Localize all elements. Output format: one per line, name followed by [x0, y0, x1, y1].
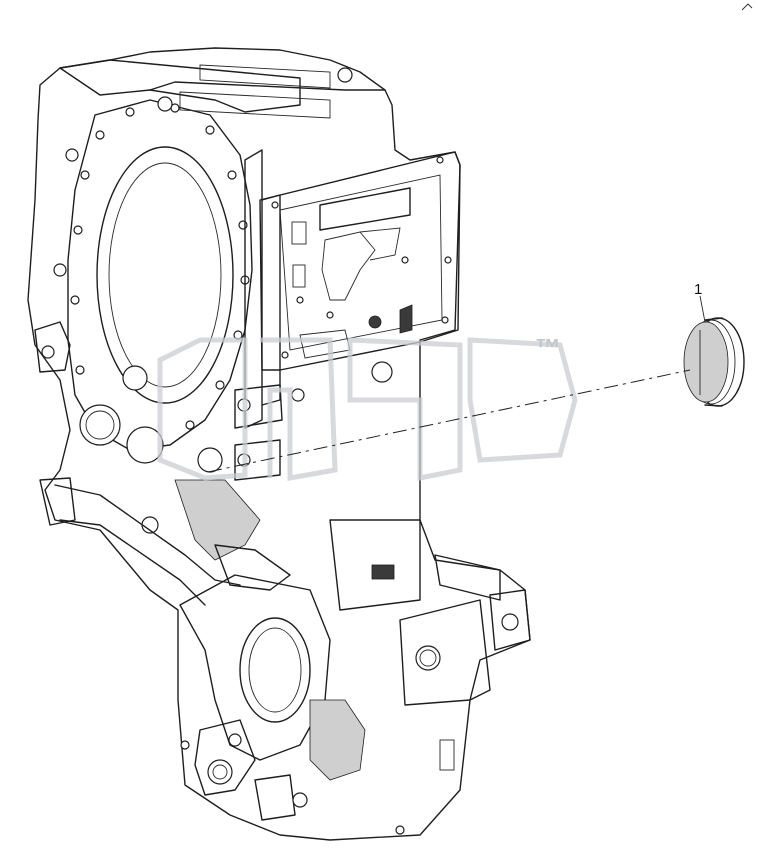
part-1-plug[interactable] — [683, 317, 745, 407]
valve-plate-bolts — [271, 156, 452, 359]
callout-number-1: 1 — [694, 281, 702, 298]
flange-bolt-holes — [70, 103, 250, 445]
assembly-center-line — [207, 369, 691, 473]
trademark-symbol: ™ — [535, 333, 561, 363]
transmission-housing[interactable] — [27, 47, 531, 841]
corner-mark — [741, 3, 753, 11]
watermark-logo: ™ — [157, 333, 578, 482]
callout-leader-line — [699, 295, 706, 323]
